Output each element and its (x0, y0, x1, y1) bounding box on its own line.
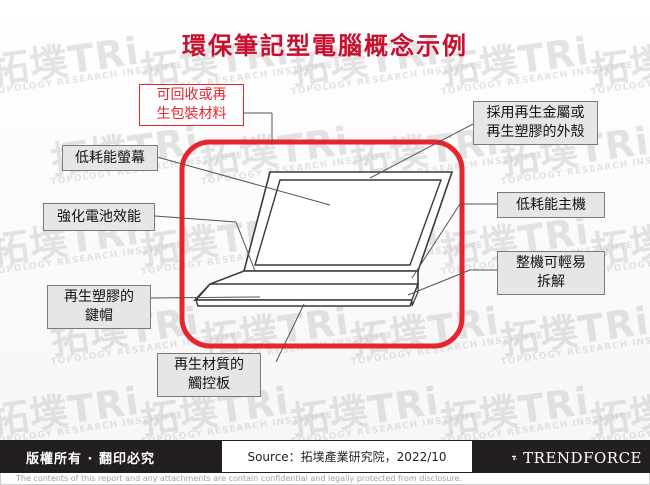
laptop-base-edge (195, 299, 413, 307)
label-recycled-keycaps: 再生塑膠的 鍵帽 (47, 285, 151, 329)
leader-lines (150, 112, 497, 363)
label-low-power-screen: 低耗能螢幕 (62, 145, 158, 171)
page-title: 環保筆記型電腦概念示例 (182, 32, 468, 60)
laptop-diagram (150, 112, 497, 363)
leader-keycaps (150, 296, 261, 299)
source-citation: Source：拓墣產業研究院，2022/10 (222, 441, 472, 472)
copyright-notice: 版權所有 · 翻印必究 (26, 452, 155, 467)
label-recycled-casing: 採用再生金屬或 再生塑膠的外殼 (473, 101, 598, 145)
label-recycled-touchpad: 再生材質的 觸控板 (157, 353, 261, 397)
trendforce-logo-icon (512, 455, 518, 460)
label-enhanced-battery: 強化電池效能 (43, 203, 155, 231)
laptop-screen (254, 179, 443, 266)
disclaimer-text: The contents of this report and any atta… (16, 474, 462, 483)
trendforce-logo-text: TRENDFORCE (523, 448, 642, 467)
eco-laptop-outline (179, 139, 465, 349)
leader-screen (156, 156, 331, 206)
label-recyclable-packaging: 可回收或再 生包裝材料 (139, 84, 244, 126)
label-easy-disassembly: 整機可輕易 拆解 (497, 251, 605, 295)
trendforce-logo: TRENDFORCE (512, 444, 642, 471)
leader-casing (369, 123, 474, 179)
label-low-power-host: 低耗能主機 (497, 192, 605, 218)
laptop-base-side (411, 283, 419, 307)
leader-battery (154, 215, 237, 223)
leader-touchpad (275, 303, 305, 363)
